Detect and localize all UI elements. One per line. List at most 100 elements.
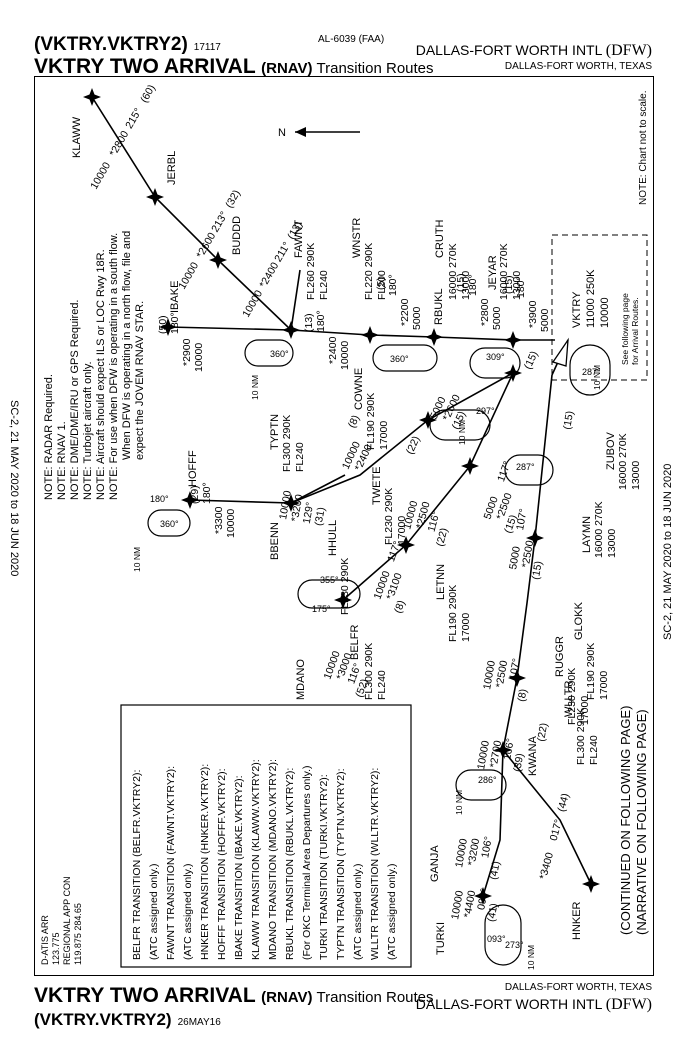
hold-course: 286° xyxy=(478,775,497,785)
vktry-leg: 5000 *3900 180° (15) xyxy=(503,275,551,332)
transition-line: FAWNT TRANSITION (FAWNT.VKTRY2): xyxy=(165,766,177,960)
leg-dist: (39) xyxy=(511,752,526,772)
jeyar-alt: 16000 270K 13000 xyxy=(498,243,523,300)
airport-city: DALLAS-FORT WORTH, TEXAS xyxy=(504,61,652,72)
hold-course: 355° xyxy=(320,575,339,585)
leg-course: 211° xyxy=(272,240,293,264)
fix-cowne: COWNE xyxy=(353,368,365,410)
fix-jeyar: JEYAR xyxy=(487,255,499,290)
typtn-leg: 10000 *2400 (8) xyxy=(340,413,375,472)
leg-alt: 10000 xyxy=(481,660,498,691)
fix-ibake: IBAKE xyxy=(169,281,181,313)
leg-course: 129° xyxy=(301,501,317,524)
alt-line: 13000 xyxy=(511,271,523,300)
turki-leg: 10000 *4400 094° (41) xyxy=(449,887,500,922)
fix-cruth: CRUTH xyxy=(434,219,446,258)
leg-alt: 5000 xyxy=(491,306,503,330)
hold-course: 297° xyxy=(476,406,495,416)
chart-code: (VKTRY.VKTRY2)17117 xyxy=(34,34,221,56)
hold-course: 175° xyxy=(312,604,331,614)
chart-code-number: 17117 xyxy=(193,42,221,53)
hhull-leg: 10000 *2500 116° (22) xyxy=(401,499,450,548)
leg-alt: 10000 xyxy=(176,260,201,291)
hold-distance: 10 NM xyxy=(250,375,260,400)
fix-twete: TWETE xyxy=(371,467,383,506)
fix-buddd: BUDDD xyxy=(231,216,243,255)
leg-course: 116° xyxy=(426,510,443,533)
leg-min: *3400 xyxy=(537,851,556,881)
fix-belfr: BELFR xyxy=(349,624,361,660)
ganja-leg: 10000 *3200 106° (41) xyxy=(453,835,503,880)
hold-course: 287° xyxy=(582,367,601,377)
chart-frame xyxy=(34,76,654,976)
leg-dist: (32) xyxy=(223,188,243,210)
alt-line: 13000 xyxy=(460,271,472,300)
hold-distance: 10 NM xyxy=(132,547,142,572)
footer-title-text: VKTRY TWO ARRIVAL xyxy=(34,984,256,1007)
hold-course: 360° xyxy=(270,349,289,359)
letnn-alt: FL190 290K 17000 xyxy=(447,585,472,642)
north-arrow-icon xyxy=(295,127,360,137)
leg-dist: (60) xyxy=(138,83,158,105)
conn-dist: (15) xyxy=(561,410,576,430)
leg-course: 106° xyxy=(479,835,495,858)
hold-course: 360° xyxy=(160,519,179,529)
fix-hhull: HHULL xyxy=(327,520,339,556)
note-1: NOTE: RADAR Required. xyxy=(43,374,55,500)
transition-line: TYPTN TRANSITION (TYPTN.VKTRY2): xyxy=(335,768,347,960)
footer-rnav: (RNAV) xyxy=(261,989,313,1006)
leg-dist: (50) xyxy=(157,315,169,334)
see-following-2: for Arrival Routes. xyxy=(630,297,640,365)
glokk-alt: FL190 290K 17000 xyxy=(585,643,610,700)
alt-line: 17000 xyxy=(378,421,390,450)
hold-course: 287° xyxy=(516,462,535,472)
laymn-leg: 5000 *2500 107° (15) xyxy=(507,508,545,581)
airport-name-text: DALLAS-FORT WORTH INTL xyxy=(415,42,602,58)
twete-alt: FL230 290K 17000 xyxy=(383,488,408,545)
alt-line: FL300 290K xyxy=(363,643,375,700)
alt-line: 17000 xyxy=(396,516,408,545)
leg-course: 107° xyxy=(514,508,530,531)
alt-line: FL240 xyxy=(318,270,330,300)
transition-line: (For OKC Terminal Area Departures only.) xyxy=(301,765,313,960)
footer-code: (VKTRY.VKTRY2)26MAY16 xyxy=(34,1010,221,1030)
hold-distance: 10 NM xyxy=(457,420,467,445)
alt-line: FL240 xyxy=(588,735,600,765)
hold-course: 273° xyxy=(505,940,524,950)
comms-block: D-ATIS ARR 123.775 REGIONAL APP CON 119.… xyxy=(40,876,83,965)
alt-line: 16000 270K xyxy=(593,501,605,558)
leg-min: *2200 xyxy=(399,298,411,326)
transition-line: IBAKE TRANSITION (IBAKE.VKTRY2): xyxy=(233,775,245,960)
leg-dist: (8) xyxy=(392,599,408,615)
scale-note: NOTE: Chart not to scale. xyxy=(638,91,649,206)
chart-title-text: VKTRY TWO ARRIVAL xyxy=(34,55,256,78)
fix-typtn: TYPTN xyxy=(269,414,281,450)
leg-min: *4400 xyxy=(462,889,479,918)
leg-alt: 5000 xyxy=(411,306,423,330)
continued-line-1: (CONTINUED ON FOLLOWING PAGE) xyxy=(618,706,633,935)
leg-course: 107° xyxy=(507,657,523,680)
leg-dist: (22) xyxy=(434,527,450,548)
leg-dist: (13) xyxy=(303,313,315,332)
rotated-labels: NOTE: RADAR Required. NOTE: RNAV 1. NOTE… xyxy=(40,83,649,970)
alt-line: FL300 290K xyxy=(575,708,587,765)
leg-dist: (41) xyxy=(488,860,503,880)
fix-wlltr: WLLTR xyxy=(563,680,575,717)
footer-city: DALLAS-FORT WORTH, TEXAS xyxy=(504,982,652,993)
alt-line: FL230 290K xyxy=(566,668,578,725)
notes-block: NOTE: RADAR Required. NOTE: RNAV 1. NOTE… xyxy=(43,231,146,500)
hold-course: 309° xyxy=(486,352,505,362)
transition-line: WLLTR TRANSITION (WLLTR.VKTRY2): xyxy=(369,768,381,960)
leg-min: *2900 xyxy=(181,338,193,366)
leg-course: 094° xyxy=(475,887,491,910)
fix-hoff: HOFFF xyxy=(187,450,199,487)
conn-dist: (15) xyxy=(522,349,541,371)
fix-glokk: GLOKK xyxy=(573,601,585,640)
fix-letnn: LETNN xyxy=(435,564,447,600)
leg-min: *3900 xyxy=(527,300,539,328)
leg-min: *2800 xyxy=(479,298,491,326)
chart-title: VKTRY TWO ARRIVAL (RNAV)Transition Route… xyxy=(34,55,434,79)
alt-line: 16000 270K xyxy=(617,433,629,490)
transition-line: KLAWW TRANSITION (KLAWW.VKTRY2): xyxy=(250,759,262,960)
chart-title-rnav: (RNAV) xyxy=(261,60,313,77)
